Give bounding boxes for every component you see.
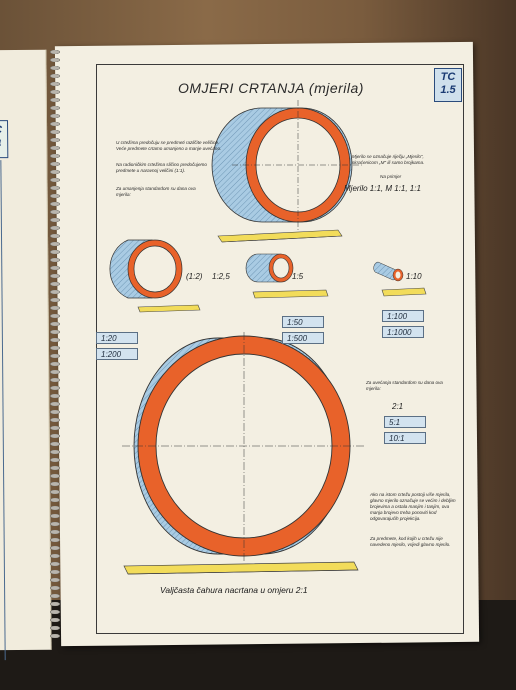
label-1-2-5: 1:2,5 [212,272,230,281]
label-1-10: 1:10 [406,272,422,281]
cylinder-2-1 [122,332,366,562]
bottom-text-1: Ako na istom crtežu postoji više mjerila… [370,492,456,521]
cylinder-1-5 [245,253,294,283]
sheet-code-line2: 1.5 [440,84,456,96]
ruler-1-1 [217,229,343,243]
scale-box-1-1000: 1:1000 [382,326,424,338]
right-text-2: Na primjer [380,174,402,179]
scale-box-1-500: 1:500 [282,332,324,344]
spiral-binding [44,48,66,638]
label-2-1: 2:1 [392,402,404,411]
scale-box-1-200: 1:200 [96,348,138,360]
intro-text-2: Na radioničkim crtežima sličino predočuj… [116,162,207,173]
scale-box-1-50: 1:50 [282,316,324,328]
scale-box-10-1: 10:1 [384,432,426,444]
bottom-text-2: Za predmete, kod kojih u crtežu nije nav… [370,536,451,547]
label-1-5: 1:5 [292,272,304,281]
cylinder-1-10 [373,261,404,282]
right-text-1: Mjerilo se označuje riječju „Mjerilo", s… [352,154,425,165]
scale-box-1-20: 1:20 [96,332,138,344]
intro-text-1: U crtežima predočuju se predmeti različi… [116,140,222,151]
sheet-code: TC 1.5 [434,68,462,102]
right-text-3: Mjerilo 1:1, M 1:1, 1:1 [344,184,421,193]
label-1-2: (1:2) [186,272,203,281]
ruler-1-5 [252,289,329,299]
ruler-1-10 [381,287,427,297]
sheet-code-line1: TC [440,71,456,83]
figure-caption: Valjčasta čahura nacrtana u omjeru 2:1 [160,585,308,595]
scale-box-1-100: 1:100 [382,310,424,322]
intro-text-3: Za umanjenja standardom su dana ova mjer… [116,186,196,197]
page-title: OMJERI CRTANJA (mjerila) [178,80,364,96]
scale-box-5-1: 5:1 [384,416,426,428]
ruler-2-1 [123,561,359,575]
ruler-1-2 [137,304,201,313]
enlarge-text: Za uvećanja standardom su dana ova mjeri… [366,380,443,391]
cylinder-1-2 [109,239,183,299]
cylinder-1-1 [211,100,362,230]
